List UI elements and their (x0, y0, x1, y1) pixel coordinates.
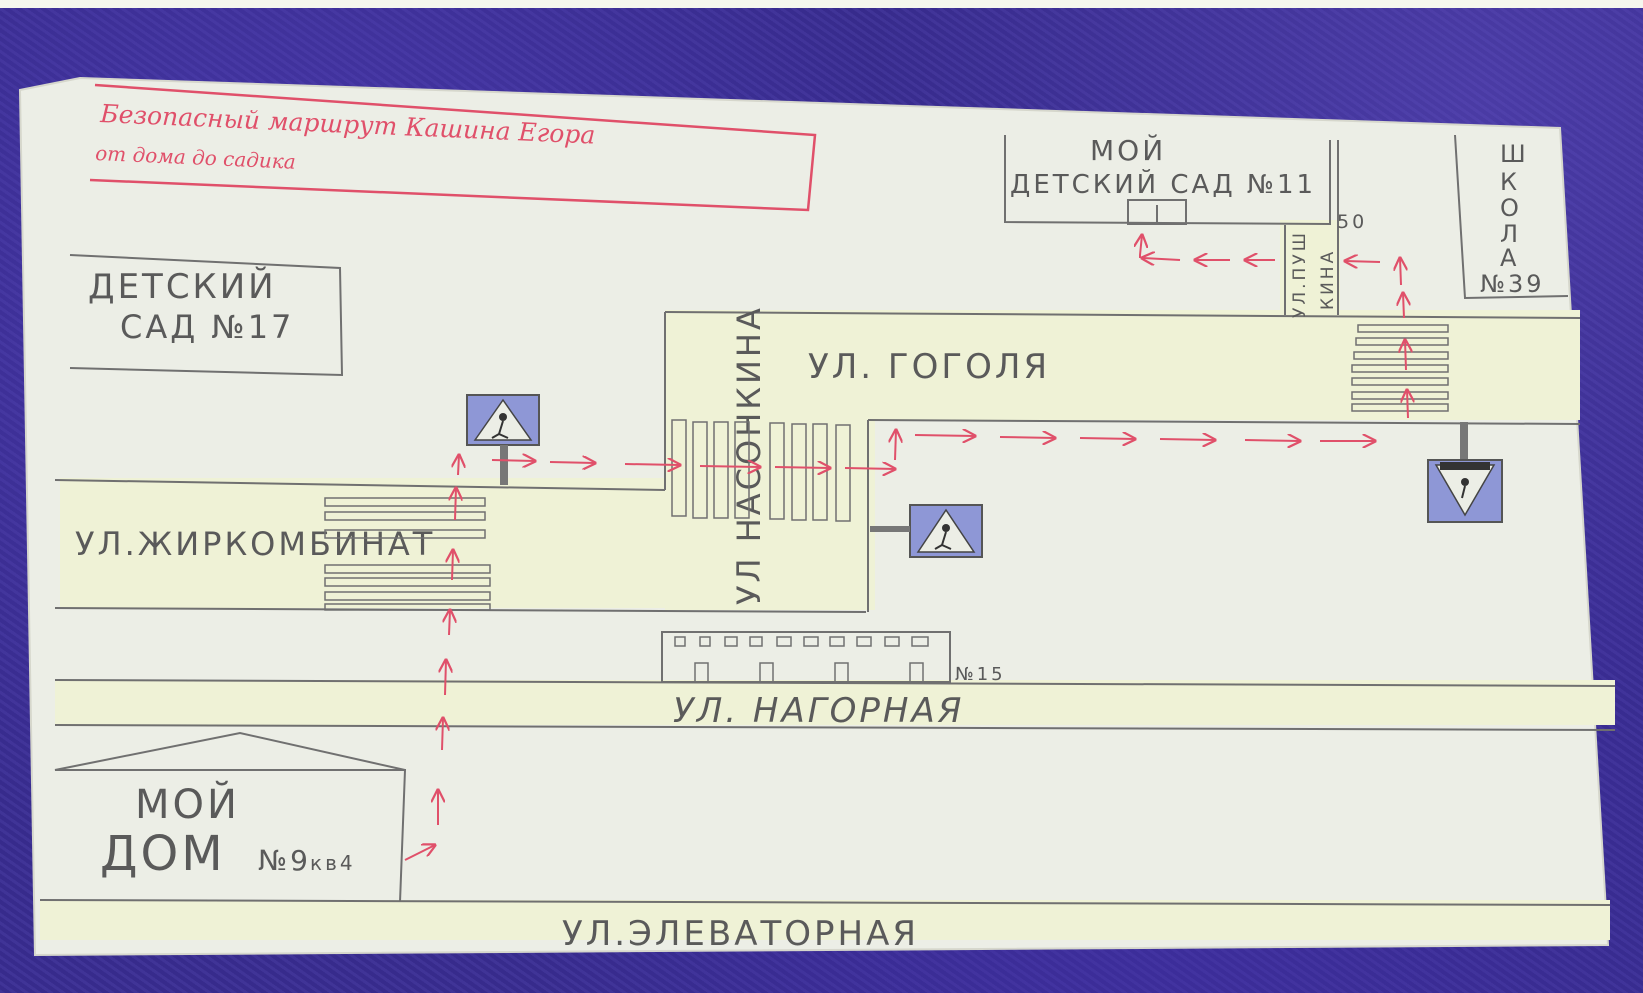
pedestrian-crossing-sign-icon (1427, 422, 1503, 523)
red-arrow-icon (1400, 258, 1401, 286)
street-zhirkombinat: УЛ.ЖИРКОМБИНАТ (75, 525, 435, 563)
red-arrow-icon (624, 464, 680, 465)
kindergarten-11-number: 50 (1337, 211, 1367, 233)
kindergarten-11-building: МОЙ ДЕТСКИЙ САД №11 50 (1004, 133, 1367, 233)
red-arrow-icon (449, 610, 450, 636)
red-arrow-icon (1140, 235, 1142, 258)
red-arrow-icon (1407, 390, 1408, 419)
red-arrow-icon (914, 435, 975, 436)
street-gogolya: УЛ. ГОГОЛЯ (808, 347, 1050, 387)
street-elevatornaya: УЛ.ЭЛЕВАТОРНАЯ (562, 914, 919, 954)
street-nagornaya: УЛ. НАГОРНАЯ (673, 691, 964, 731)
red-arrow-icon (999, 437, 1055, 438)
school-letter-3: О (1500, 194, 1522, 222)
red-arrow-icon (549, 462, 595, 463)
red-arrow-icon (699, 466, 760, 467)
roads (40, 220, 1615, 940)
red-arrow-icon (455, 488, 456, 521)
kindergarten-17-line2: САД №17 (120, 308, 294, 346)
red-arrow-icon (895, 430, 896, 461)
building-15-number: №15 (955, 664, 1006, 685)
red-arrow-icon (1403, 293, 1404, 319)
school-letter-2: К (1500, 168, 1520, 196)
safe-route (404, 235, 1408, 861)
red-arrow-icon (1244, 440, 1300, 441)
red-arrow-icon (445, 660, 446, 696)
red-arrow-icon (1405, 340, 1406, 371)
home-line2: ДОМ (100, 826, 226, 882)
school-number: №39 (1480, 270, 1545, 298)
red-arrow-icon (1345, 261, 1381, 262)
red-arrow-icon (774, 467, 830, 468)
school-letter-4: Л (1500, 220, 1521, 248)
building-15: №15 (661, 631, 1006, 685)
school-letter-5: А (1500, 244, 1519, 272)
red-arrow-icon (442, 718, 443, 751)
zebra-crossing-zhirkombinat (324, 497, 491, 611)
home-number: №9 (258, 844, 311, 877)
school-39-building: Ш К О Л А №39 (1454, 134, 1569, 300)
red-arrow-icon (1079, 438, 1135, 439)
pedestrian-crossing-sign-icon (870, 504, 983, 558)
zebra-crossing-gogolya (1351, 324, 1449, 412)
red-arrow-icon (491, 460, 535, 461)
home-apartment: кв4 (310, 851, 356, 875)
red-arrow-icon (1159, 439, 1215, 440)
red-arrow-icon (1142, 258, 1181, 260)
kindergarten-17-line1: ДЕТСКИЙ (88, 266, 277, 307)
red-arrow-icon (404, 845, 435, 861)
paper-edge-white (0, 0, 1643, 8)
kindergarten-17-building: ДЕТСКИЙ САД №17 (69, 254, 344, 377)
red-arrow-icon (458, 455, 459, 476)
kindergarten-11-line2: ДЕТСКИЙ САД №11 (1010, 168, 1316, 200)
red-arrow-icon (452, 550, 453, 581)
street-pushkina-line2: КИНА (1318, 249, 1338, 310)
kindergarten-11-entrance (1127, 199, 1187, 225)
kindergarten-11-line1: МОЙ (1090, 133, 1166, 167)
street-pushkina-line1: УЛ.ПУШ (1290, 230, 1310, 318)
home-building: МОЙ ДОМ №9 кв4 (54, 731, 407, 903)
school-letter-1: Ш (1500, 140, 1529, 168)
home-line1: МОЙ (135, 780, 240, 828)
red-arrow-icon (844, 468, 895, 469)
pedestrian-crossing-sign-icon (466, 394, 540, 485)
